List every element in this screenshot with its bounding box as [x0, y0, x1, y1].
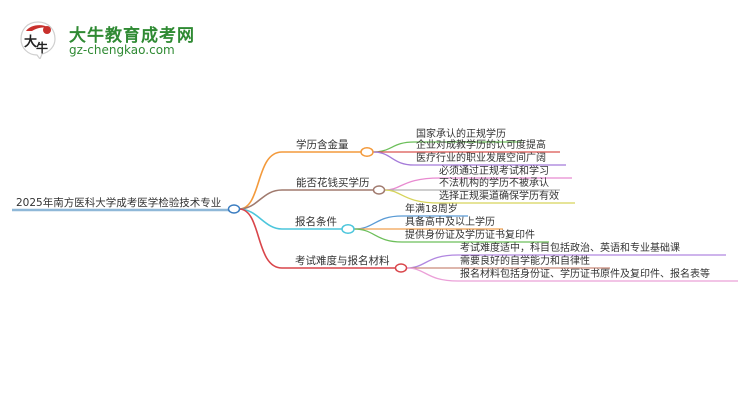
- root-node-toggle[interactable]: [227, 204, 241, 214]
- site-logo[interactable]: 大 牛 大牛教育成考网 gz-chengkao.com: [18, 18, 218, 62]
- leaf-topic[interactable]: 不法机构的学历不被承认: [439, 178, 549, 189]
- leaf-topic[interactable]: 年满18周岁: [405, 204, 458, 215]
- leaf-topic[interactable]: 考试难度适中，科目包括政治、英语和专业基础课: [460, 243, 680, 254]
- root-topic[interactable]: 2025年南方医科大学成考医学检验技术专业: [16, 197, 222, 209]
- branch-node-toggle-4[interactable]: [394, 263, 408, 273]
- leaf-connector: [406, 267, 738, 282]
- leaf-connector: [384, 189, 575, 204]
- branch-connector-1: [238, 151, 361, 210]
- branch-node-toggle-1[interactable]: [360, 147, 374, 157]
- leaf-connector: [372, 151, 566, 166]
- leaf-topic[interactable]: 企业对成教学历的认可度提高: [416, 140, 546, 151]
- branch-connector-2: [238, 189, 373, 210]
- leaf-topic[interactable]: 选择正规渠道确保学历有效: [439, 191, 559, 202]
- logo-url: gz-chengkao.com: [69, 43, 175, 57]
- branch-topic-2[interactable]: 能否花钱买学历: [296, 177, 370, 189]
- leaf-topic[interactable]: 提供身份证及学历证书复印件: [405, 230, 535, 241]
- leaf-connector: [353, 228, 549, 243]
- leaf-topic[interactable]: 医疗行业的职业发展空间广阔: [416, 153, 546, 164]
- branch-node-toggle-2[interactable]: [372, 185, 386, 195]
- leaf-topic[interactable]: 需要良好的自学能力和自律性: [460, 256, 590, 267]
- branch-topic-3[interactable]: 报名条件: [295, 216, 337, 228]
- svg-text:牛: 牛: [36, 40, 48, 55]
- branch-topic-1[interactable]: 学历含金量: [296, 139, 349, 151]
- branch-connector-4: [238, 208, 395, 269]
- leaf-topic[interactable]: 报名材料包括身份证、学历证书原件及复印件、报名表等: [460, 269, 710, 280]
- leaf-topic[interactable]: 必须通过正规考试和学习: [439, 166, 549, 177]
- leaf-topic[interactable]: 具备高中及以上学历: [405, 217, 495, 228]
- leaf-topic[interactable]: 国家承认的正规学历: [416, 129, 506, 140]
- branch-topic-4[interactable]: 考试难度与报名材料: [295, 255, 390, 267]
- logo-title: 大牛教育成考网: [69, 26, 195, 46]
- logo-bull-icon: 大 牛: [20, 21, 56, 59]
- svg-text:大: 大: [24, 34, 37, 50]
- branch-node-toggle-3[interactable]: [341, 224, 355, 234]
